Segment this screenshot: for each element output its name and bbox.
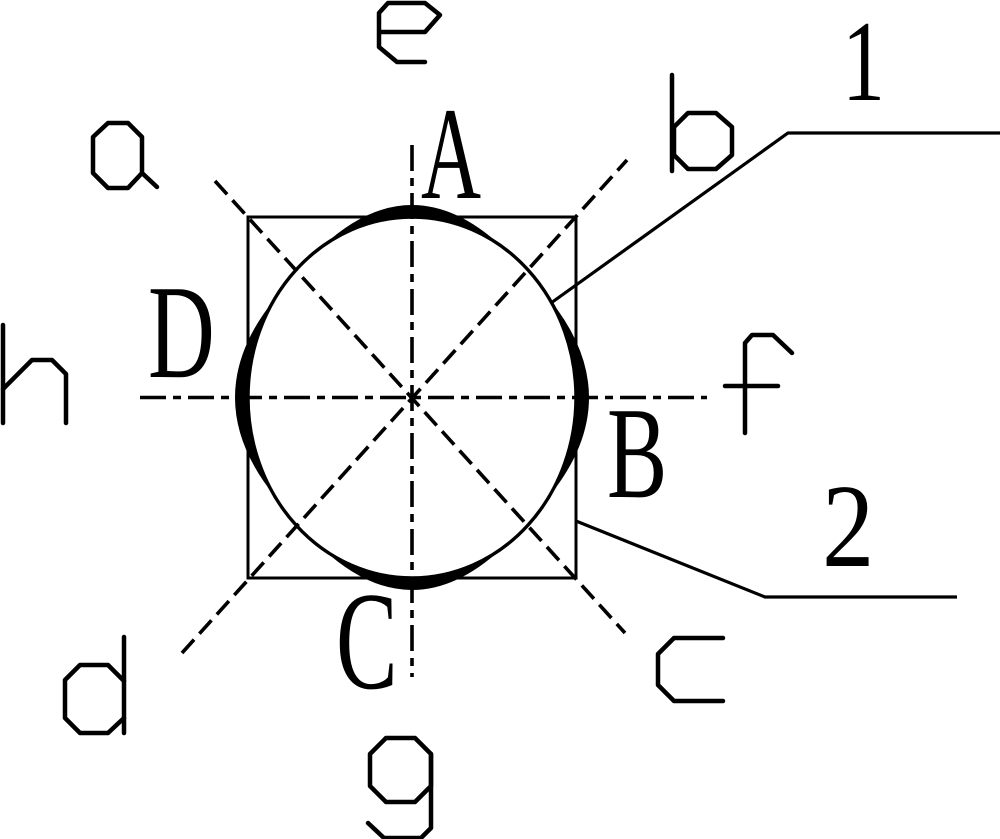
diagonal-line-tl-br <box>213 179 627 635</box>
label-h-glyph <box>0 322 69 426</box>
callout-number-2: 2 <box>822 461 874 593</box>
label-c-glyph <box>655 635 726 704</box>
leader-line-2 <box>575 519 957 599</box>
label-g-glyph <box>365 735 434 839</box>
diagonal-line-bl-tr <box>180 158 629 655</box>
label-b-glyph <box>669 72 735 174</box>
contact-arc-left <box>235 299 275 496</box>
label-f-glyph <box>722 332 795 436</box>
label-A: A <box>421 81 481 227</box>
glyph-stroke <box>671 110 735 172</box>
label-d-glyph <box>62 634 127 736</box>
label-C: C <box>336 563 398 719</box>
label-a-glyph <box>90 120 160 191</box>
contact-arc-right <box>549 299 589 496</box>
glyph-stroke <box>742 332 795 436</box>
contact-arc-bottom <box>322 548 502 590</box>
glyph-stroke <box>62 662 127 736</box>
callout-number-1: 1 <box>842 0 885 126</box>
leader-line-1 <box>550 131 1000 305</box>
glyph-stroke <box>365 751 434 839</box>
glyph-stroke <box>655 635 726 704</box>
glyph-stroke <box>139 170 160 190</box>
label-e-glyph <box>376 0 443 65</box>
contact-arcs <box>235 205 589 590</box>
glyph-stroke <box>90 120 145 191</box>
glyph-stroke <box>376 0 443 65</box>
contact-arc-top <box>322 205 502 247</box>
label-B: B <box>607 382 667 526</box>
glyph-stroke <box>367 735 434 805</box>
label-D: D <box>148 257 215 406</box>
glyph-stroke <box>0 357 69 426</box>
